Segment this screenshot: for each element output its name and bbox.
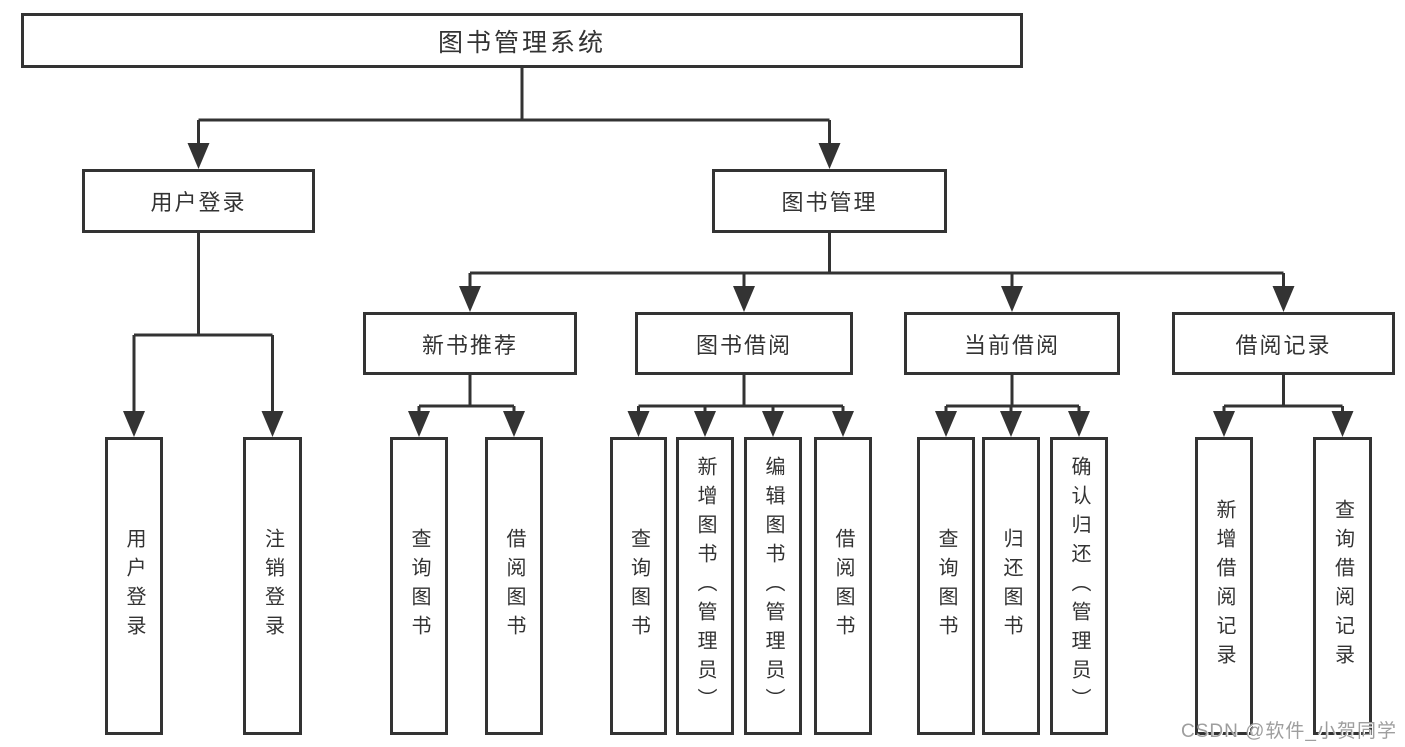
node-leaf-query-books-recommend: 查询图书	[390, 437, 448, 735]
node-leaf-query-books-current: 查询图书	[917, 437, 975, 735]
node-library-management-system: 图书管理系统	[21, 13, 1023, 68]
node-leaf-confirm-return-admin: 确认归还（管理员）	[1050, 437, 1108, 735]
node-leaf-query-books-recommend-label: 查询图书	[408, 528, 430, 644]
node-leaf-query-books-borrow: 查询图书	[610, 437, 667, 735]
node-current-borrowing-label: 当前借阅	[963, 332, 1060, 358]
node-book-borrowing: 图书借阅	[635, 312, 853, 375]
node-leaf-edit-book-admin: 编辑图书（管理员）	[744, 437, 802, 735]
node-leaf-query-borrow-record: 查询借阅记录	[1313, 437, 1372, 735]
node-leaf-user-login-label: 用户登录	[123, 528, 145, 644]
node-leaf-add-book-admin-label: 新增图书（管理员）	[694, 455, 716, 717]
node-leaf-query-books-borrow-label: 查询图书	[627, 528, 650, 644]
node-book-management: 图书管理	[712, 169, 947, 233]
node-current-borrowing: 当前借阅	[904, 312, 1120, 375]
node-leaf-add-borrow-record: 新增借阅记录	[1195, 437, 1253, 735]
node-library-management-system-label: 图书管理系统	[437, 28, 606, 57]
node-leaf-borrow-books-label: 借阅图书	[832, 528, 854, 644]
node-leaf-return-books: 归还图书	[982, 437, 1040, 735]
node-leaf-user-login: 用户登录	[105, 437, 163, 735]
node-new-book-recommend-label: 新书推荐	[421, 332, 518, 358]
node-leaf-confirm-return-admin-label: 确认归还（管理员）	[1068, 455, 1090, 717]
node-user-login: 用户登录	[82, 169, 315, 233]
node-leaf-query-books-current-label: 查询图书	[935, 528, 957, 644]
node-borrowing-records-label: 借阅记录	[1235, 332, 1332, 358]
node-leaf-edit-book-admin-label: 编辑图书（管理员）	[762, 455, 784, 717]
node-book-borrowing-label: 图书借阅	[695, 332, 792, 358]
node-leaf-borrow-books: 借阅图书	[814, 437, 872, 735]
csdn-watermark: CSDN @软件_小贺同学	[1181, 721, 1397, 742]
node-borrowing-records: 借阅记录	[1172, 312, 1395, 375]
node-leaf-return-books-label: 归还图书	[1000, 528, 1022, 644]
node-leaf-query-borrow-record-label: 查询借阅记录	[1331, 499, 1354, 673]
node-user-login-label: 用户登录	[150, 190, 247, 215]
node-leaf-add-book-admin: 新增图书（管理员）	[676, 437, 734, 735]
node-leaf-add-borrow-record-label: 新增借阅记录	[1213, 499, 1235, 673]
node-leaf-borrow-books-recommend-label: 借阅图书	[503, 528, 525, 644]
node-leaf-borrow-books-recommend: 借阅图书	[485, 437, 543, 735]
node-leaf-logout-label: 注销登录	[261, 528, 284, 644]
node-new-book-recommend: 新书推荐	[363, 312, 577, 375]
node-leaf-logout: 注销登录	[243, 437, 302, 735]
node-book-management-label: 图书管理	[781, 190, 878, 215]
